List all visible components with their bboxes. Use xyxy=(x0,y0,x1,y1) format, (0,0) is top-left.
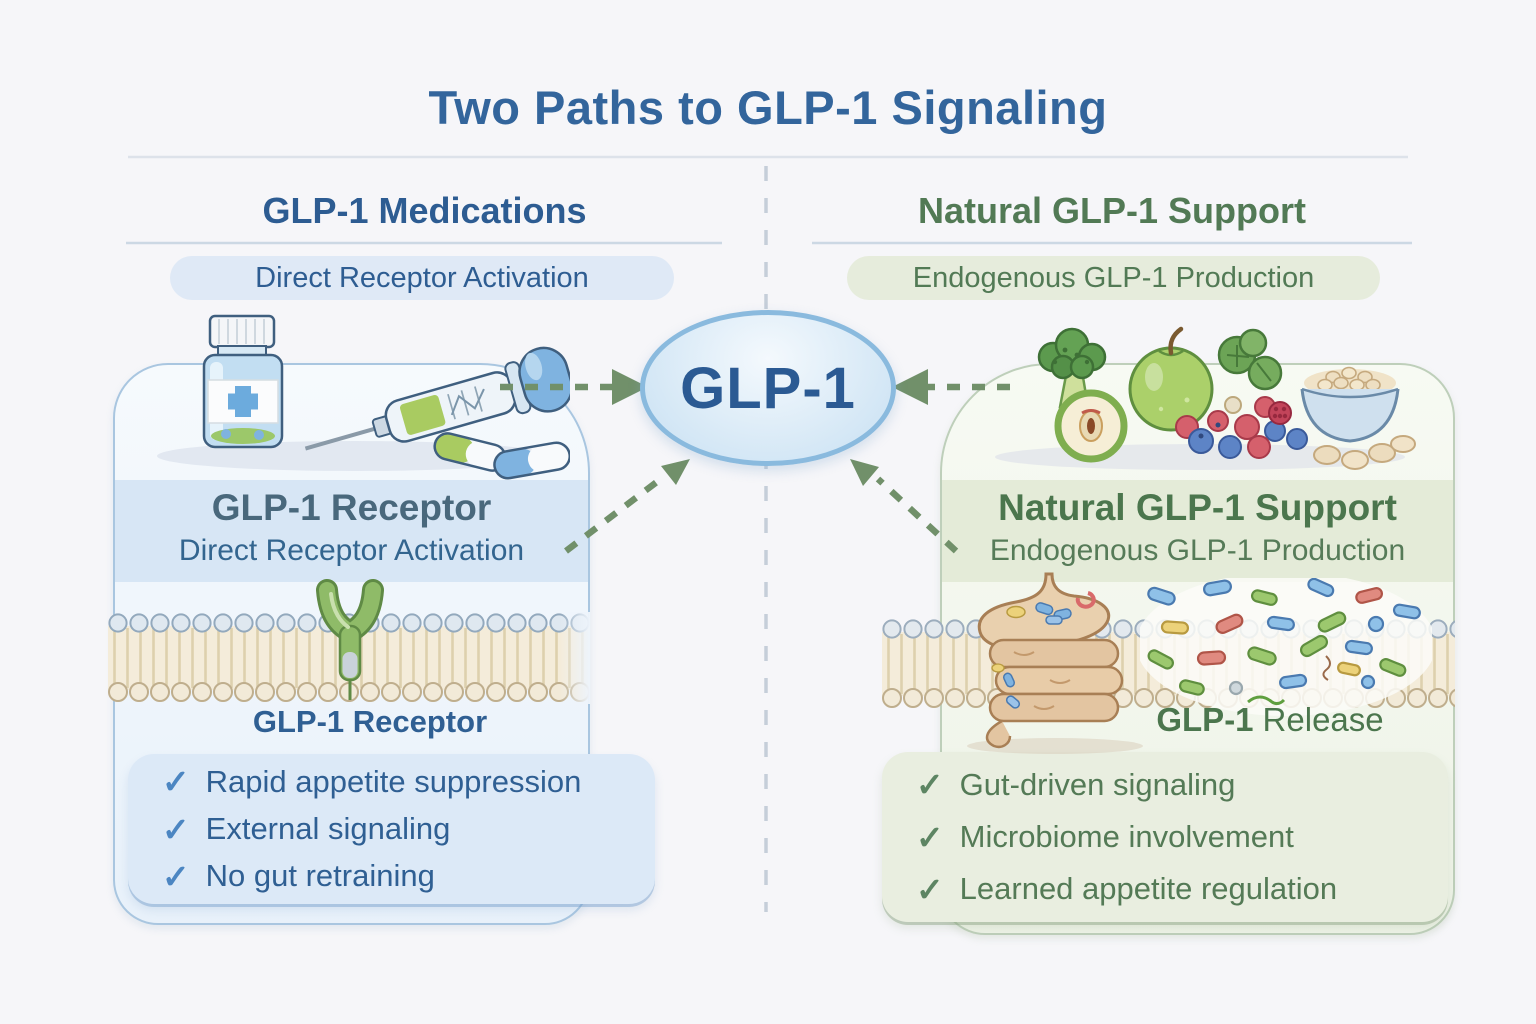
beans-bowl-icon xyxy=(1300,366,1400,443)
berries-icon xyxy=(1175,396,1308,459)
intestine-icon xyxy=(967,572,1143,754)
check-icon: ✓ xyxy=(916,818,944,856)
medications-column-header: GLP-1 Medications xyxy=(262,190,587,231)
check-icon: ✓ xyxy=(162,763,190,801)
check-icon: ✓ xyxy=(916,766,944,804)
microbiome-bacteria-illustration xyxy=(1140,578,1432,716)
checklist-item: ✓ Microbiome involvement xyxy=(916,818,1448,857)
check-icon: ✓ xyxy=(162,810,190,848)
page-title: Two Paths to GLP-1 Signaling xyxy=(428,81,1108,134)
checklist-item: ✓ Gut-driven signaling xyxy=(916,765,1448,804)
capsule-icon xyxy=(493,441,570,480)
checklist-item-label: No gut retraining xyxy=(205,858,435,894)
pill-bottle-icon xyxy=(202,314,284,449)
apple-icon xyxy=(1128,326,1214,432)
glp1-release-label-rest: Release xyxy=(1262,701,1384,738)
checklist-item: ✓ No gut retraining xyxy=(162,857,655,896)
receptor-band: GLP-1 Receptor Direct Receptor Activatio… xyxy=(115,480,588,582)
receptor-membrane-label: GLP-1 Receptor xyxy=(252,704,488,739)
glp1-release-label-strong: GLP-1 xyxy=(1156,701,1254,738)
checklist-item-label: Rapid appetite suppression xyxy=(205,763,582,799)
natural-column-header: Natural GLP-1 Support xyxy=(917,190,1307,231)
receptor-band-title: GLP-1 Receptor xyxy=(211,487,492,528)
raspberry-icon xyxy=(1268,401,1292,425)
natural-band-subtitle: Endogenous GLP-1 Production xyxy=(989,534,1406,567)
glp1-receptor-icon xyxy=(316,579,384,700)
natural-band: Natural GLP-1 Support Endogenous GLP-1 P… xyxy=(942,480,1453,582)
checklist-item: ✓ Rapid appetite suppression xyxy=(162,762,655,801)
natural-checklist: ✓ Gut-driven signaling ✓ Microbiome invo… xyxy=(882,752,1448,922)
leafy-greens-icon xyxy=(1217,328,1283,391)
checklist-item-label: Learned appetite regulation xyxy=(959,871,1338,907)
natural-badge: Endogenous GLP-1 Production xyxy=(847,256,1380,300)
checklist-item: ✓ External signaling xyxy=(162,810,655,849)
healthy-food-illustration xyxy=(995,326,1416,470)
medication-illustration xyxy=(157,314,570,480)
checklist-item-label: External signaling xyxy=(205,811,451,846)
medications-badge: Direct Receptor Activation xyxy=(170,256,674,300)
syringe-icon xyxy=(304,346,570,451)
apple-half-icon xyxy=(1054,389,1128,463)
check-icon: ✓ xyxy=(162,857,190,895)
glp1-central-node: GLP-1 xyxy=(640,310,896,466)
check-icon: ✓ xyxy=(916,870,944,908)
checklist-item-label: Gut-driven signaling xyxy=(959,766,1236,802)
nuts-icon xyxy=(1313,435,1416,470)
medications-checklist: ✓ Rapid appetite suppression ✓ External … xyxy=(128,754,655,904)
checklist-item-label: Microbiome involvement xyxy=(959,819,1294,854)
checklist-item: ✓ Learned appetite regulation xyxy=(916,870,1448,909)
receptor-band-subtitle: Direct Receptor Activation xyxy=(178,534,525,567)
gut-bacteria-icon xyxy=(991,591,1096,709)
natural-band-title: Natural GLP-1 Support xyxy=(998,487,1397,528)
